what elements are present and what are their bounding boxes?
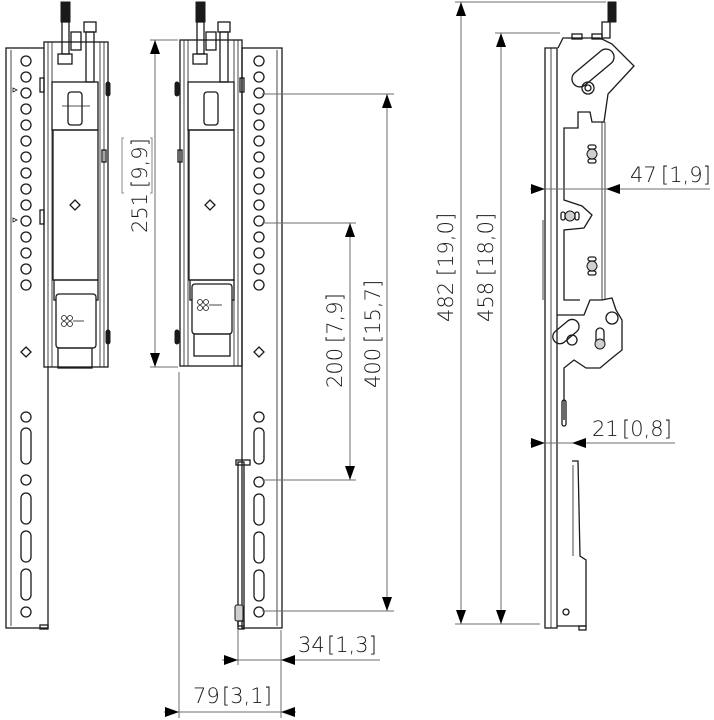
dim-21-inch: [0,8] — [622, 417, 672, 441]
dim-200-mm: 200 — [323, 348, 347, 388]
wall-rail — [234, 47, 283, 630]
dimension-458: 458 [18,0] — [461, 32, 560, 625]
diamond-marker-icon — [69, 199, 81, 211]
brand-logo-icon — [197, 299, 222, 311]
dimension-251: 251 [9,9] — [121, 39, 178, 368]
dim-47-mm: 47 — [630, 163, 657, 187]
dim-79-mm: 79 — [193, 684, 220, 708]
rail-holes — [253, 55, 265, 291]
thumb-screw-icon — [586, 256, 598, 276]
dim-47-inch: [1,9] — [661, 163, 711, 187]
marker-triangle-icon — [12, 217, 18, 223]
front-view-extended — [174, 1, 283, 630]
dim-400-mm: 400 — [361, 348, 385, 388]
diamond-marker-icon — [253, 346, 265, 358]
dim-400-inch: [15,7] — [361, 280, 385, 343]
dim-34-mm: 34 — [298, 633, 325, 657]
dim-34-inch: [1,3] — [327, 633, 377, 657]
carriage-assembly — [39, 1, 111, 369]
dim-79-inch: [3,1] — [222, 684, 272, 708]
dimension-34: 34 [1,3] — [222, 630, 380, 665]
thumb-screw-icon — [586, 144, 598, 164]
dim-251-inch: [9,9] — [128, 138, 152, 188]
dim-458-inch: [18,0] — [474, 213, 498, 276]
thumb-screw-icon — [560, 210, 580, 222]
carriage-assembly — [174, 1, 245, 367]
dim-482-inch: [19,0] — [434, 213, 458, 276]
dimension-482: 482 [19,0] — [434, 1, 606, 625]
front-view-collapsed — [5, 1, 111, 630]
side-view — [542, 1, 635, 631]
dim-458-mm: 458 — [474, 282, 498, 322]
dimension-400: 400 [15,7] — [262, 93, 394, 612]
dim-251-mm: 251 — [128, 193, 152, 233]
diamond-marker-icon — [204, 199, 216, 211]
brand-logo-icon — [61, 315, 84, 327]
marker-triangle-icon — [12, 87, 18, 93]
dimension-47: 47 [1,9] — [530, 163, 711, 194]
wall-rail — [5, 47, 49, 630]
dimension-200: 200 [7,9] — [262, 222, 356, 481]
dim-482-mm: 482 — [434, 282, 458, 322]
dim-200-inch: [7,9] — [323, 293, 347, 343]
dimension-79: 79 [3,1] — [164, 372, 296, 718]
dimension-21: 21 [0,8] — [530, 417, 675, 448]
rail-holes — [20, 55, 32, 291]
dim-21-mm: 21 — [592, 417, 619, 441]
diamond-marker-icon — [20, 346, 32, 358]
